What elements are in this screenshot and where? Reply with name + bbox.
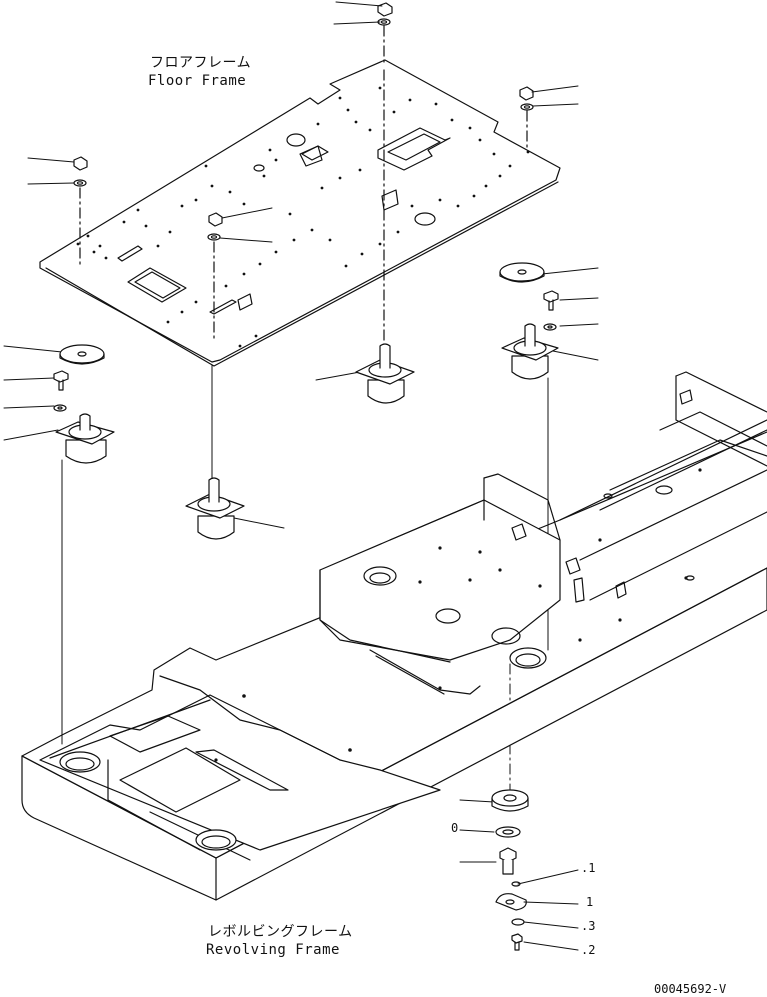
lower-rubber-cushion — [491, 789, 529, 812]
floor-frame-plate — [39, 59, 561, 367]
lower-small-bolt — [511, 933, 523, 951]
damper-mount-center — [355, 343, 415, 404]
damper-mount-left — [55, 413, 115, 464]
revolving-frame — [21, 371, 767, 901]
damper-washer-plate-left — [59, 344, 105, 365]
floor-frame-label-en: Floor Frame — [148, 73, 247, 89]
floor-frame-bolt-stack-top — [377, 2, 393, 67]
damper-washer-plate-right — [499, 262, 545, 283]
lower-bolt-large — [499, 847, 517, 875]
small-washer-right — [543, 323, 557, 331]
small-bolt-left — [53, 370, 69, 391]
damper-mount-right — [501, 323, 559, 380]
lower-small-washer — [511, 918, 525, 926]
floor-frame-bolt-stack-right — [519, 86, 534, 151]
revolving-frame-holes — [214, 468, 702, 762]
lower-bracket-plate — [495, 893, 527, 911]
callout-3: .3 — [581, 919, 596, 933]
revolving-frame-label-jp: レボルビングフレーム — [208, 924, 353, 940]
floor-frame-label-jp: フロアフレーム — [150, 55, 252, 71]
leader-lines — [3, 1, 599, 951]
drawing-code: 00045692-V — [654, 982, 727, 996]
callout-1: .1 — [581, 861, 596, 875]
callout-5: 0 — [451, 821, 459, 835]
floor-frame-bolt-stack-middle — [207, 212, 223, 341]
callout-4: .2 — [581, 943, 596, 957]
lower-small-nut — [511, 881, 521, 887]
small-bolt-right — [543, 290, 559, 311]
lower-washer-large — [495, 826, 521, 838]
floor-plate-holes — [76, 86, 530, 348]
small-washer-left — [53, 404, 67, 412]
callout-2: 1 — [586, 895, 594, 909]
damper-mount-lower — [185, 477, 245, 540]
revolving-frame-label-en: Revolving Frame — [206, 942, 340, 958]
mount-alignment-lines — [61, 364, 549, 791]
